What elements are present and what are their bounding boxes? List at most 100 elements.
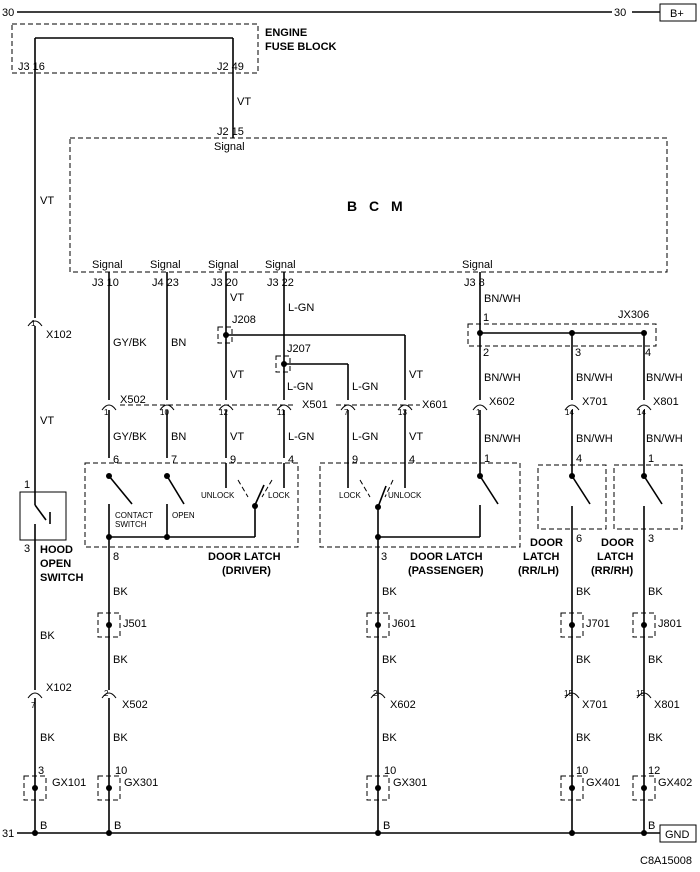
- fuse-pin-left: J3 16: [18, 61, 45, 73]
- pass-latch-pin-1: 1: [484, 453, 490, 465]
- rrrh-wire-after: BK: [648, 654, 663, 666]
- rrrh-label-3: (RR/RH): [591, 565, 633, 577]
- hood-wire-gnd: BK: [40, 732, 55, 744]
- rrlh-latch-pin-4: 4: [576, 453, 582, 465]
- fuse-block-title-1: ENGINE: [265, 27, 307, 39]
- engine-fuse-block: ENGINE FUSE BLOCK J3 16 J2 49 VT: [11, 23, 337, 138]
- bnwh-wire-3a: BN/WH: [484, 433, 521, 445]
- hood-label-2: OPEN: [40, 558, 71, 570]
- gx101-pin: 3: [38, 765, 44, 777]
- rr-rh-door-latch-circuit: DOOR LATCH (RR/RH) 3 BK J801 BK 15 X801 …: [591, 464, 692, 836]
- x102-connector-bot: X102: [46, 682, 72, 694]
- hood-switch-circuit: VT 1 X102 VT 1 3 HOOD OPEN SWITCH BK 7 X…: [19, 38, 86, 836]
- pass-wire-vt-2: VT: [409, 431, 423, 443]
- driver-wire-out: BK: [113, 586, 128, 598]
- jx306-pin-2: 2: [483, 347, 489, 359]
- rrlh-wire-out: BK: [576, 586, 591, 598]
- x601-pin-13: 13: [398, 408, 407, 417]
- gx402-ground-wire: B: [648, 820, 655, 832]
- rrlh-label-2: LATCH: [523, 551, 560, 563]
- hood-wire-top: VT: [40, 195, 54, 207]
- passenger-door-latch-circuit: L-GN VT 7 13 X601 L-GN 9 VT 4 LOCK UNLOC…: [319, 335, 521, 836]
- pass-out-pin: 3: [381, 551, 387, 563]
- x601-pin-7: 7: [344, 408, 349, 417]
- driver-wire-gybk-2: GY/BK: [113, 431, 147, 443]
- b-plus-rail: 30 30 B+: [2, 3, 697, 22]
- pass-wire-lgn: L-GN: [352, 381, 378, 393]
- gx401-pin: 10: [576, 765, 588, 777]
- x102-pin-7: 7: [31, 701, 36, 710]
- bcm-title: B C M: [347, 198, 407, 214]
- j208-splice: J208: [232, 314, 256, 326]
- x501-connector: X501: [302, 399, 328, 411]
- rrlh-wire-after: BK: [576, 654, 591, 666]
- x602-connector-bot: X602: [390, 699, 416, 711]
- x701-connector-bot: X701: [582, 699, 608, 711]
- driver-wire-bn-2: BN: [171, 431, 186, 443]
- hood-sw-pin-bot: 3: [24, 543, 30, 555]
- bcm-signal-1: Signal: [92, 259, 123, 271]
- rrrh-out-pin: 3: [648, 533, 654, 545]
- driver-wire-bn: BN: [171, 337, 186, 349]
- rrrh-label-1: DOOR: [601, 537, 634, 549]
- pass-latch-pin-9: 9: [352, 454, 358, 466]
- bnwh-wire-top: BN/WH: [484, 293, 521, 305]
- bnwh-wire-3c: BN/WH: [646, 433, 683, 445]
- pass-lock-label: LOCK: [339, 491, 361, 500]
- driver-unlock-label: UNLOCK: [201, 491, 235, 500]
- gx101-ground-wire: B: [40, 820, 47, 832]
- hood-label-3: SWITCH: [40, 572, 83, 584]
- bcm-pin-1: J3 10: [92, 277, 119, 289]
- rrlh-out-pin: 6: [576, 533, 582, 545]
- x801-connector-bot: X801: [654, 699, 680, 711]
- gx301-name-driver: GX301: [124, 777, 158, 789]
- driver-wire-gybk: GY/BK: [113, 337, 147, 349]
- gx301-pin-driver: 10: [115, 765, 127, 777]
- bcm-module: J2 15 Signal B C M Signal J3 10 Signal J…: [69, 126, 668, 289]
- x701-pin-15: 15: [564, 689, 573, 698]
- open-switch-label: OPEN: [172, 511, 195, 520]
- bnwh-wire-3b: BN/WH: [576, 433, 613, 445]
- bcm-pin-5: J3 8: [464, 277, 485, 289]
- driver-lock-label: LOCK: [268, 491, 290, 500]
- bcm-signal-5: Signal: [462, 259, 493, 271]
- hood-wire-mid: VT: [40, 415, 54, 427]
- x801-pin-14: 14: [637, 408, 646, 417]
- rrlh-label-1: DOOR: [530, 537, 563, 549]
- x602-pin-2: 2: [373, 689, 378, 698]
- gx101-name: GX101: [52, 777, 86, 789]
- hood-sw-pin-top: 1: [24, 479, 30, 491]
- driver-wire-vt: VT: [230, 292, 244, 304]
- b-plus-label: B+: [670, 8, 684, 20]
- x502-pin-2: 2: [104, 689, 109, 698]
- top-left-rail-number: 30: [2, 7, 14, 19]
- rrlh-label-3: (RR/LH): [518, 565, 559, 577]
- bcm-pin-2: J4 23: [152, 277, 179, 289]
- driver-wire-vt-2: VT: [230, 369, 244, 381]
- bcm-signal-4: Signal: [265, 259, 296, 271]
- driver-wire-lgn-3: L-GN: [288, 431, 314, 443]
- gx402-name: GX402: [658, 777, 692, 789]
- driver-wire-after: BK: [113, 654, 128, 666]
- bnwh-branch: BN/WH JX306 1 2 3 4 BN/WH BN/WH BN/WH 1 …: [467, 272, 683, 505]
- rrrh-wire-out: BK: [648, 586, 663, 598]
- x701-pin-14: 14: [565, 408, 574, 417]
- driver-latch-pin-4: 4: [288, 454, 294, 466]
- contact-switch-label-2: SWITCH: [115, 520, 147, 529]
- driver-wire-vt-3: VT: [230, 431, 244, 443]
- j601-splice: J601: [392, 618, 416, 630]
- bcm-pin-3: J3 20: [211, 277, 238, 289]
- jx306-pin-3: 3: [575, 347, 581, 359]
- x501-pin-10: 10: [160, 408, 169, 417]
- pass-latch-label-2: (PASSENGER): [408, 565, 484, 577]
- rrlh-wire-gnd: BK: [576, 732, 591, 744]
- contact-switch-label-1: CONTACT: [115, 511, 153, 520]
- pass-wire-lgn-2: L-GN: [352, 431, 378, 443]
- pass-wire-out: BK: [382, 586, 397, 598]
- gx301-ground-wire-pass: B: [383, 820, 390, 832]
- driver-out-pin: 8: [113, 551, 119, 563]
- pass-latch-label-1: DOOR LATCH: [410, 551, 483, 563]
- x102-connector-top: X102: [46, 329, 72, 341]
- gx301-ground-wire-driver: B: [114, 820, 121, 832]
